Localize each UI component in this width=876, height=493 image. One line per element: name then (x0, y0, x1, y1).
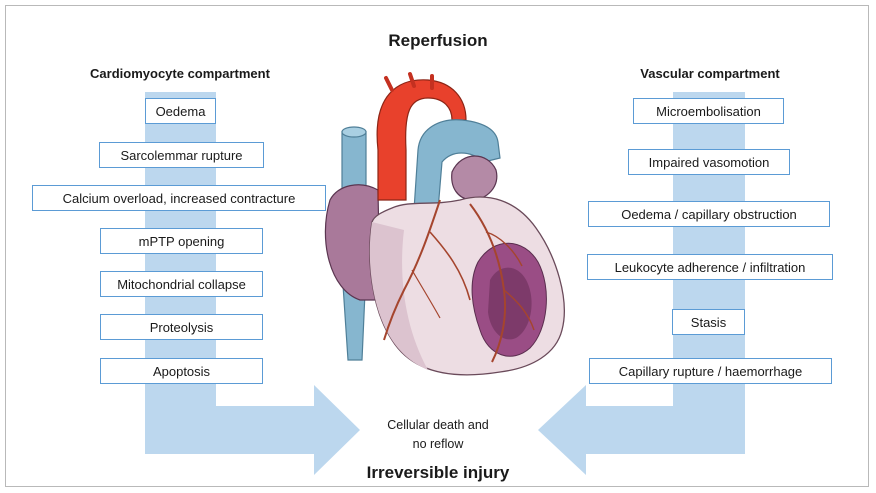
cardiomyocyte-item: Proteolysis (100, 314, 263, 340)
heart-icon (325, 74, 564, 375)
vascular-compartment-title: Vascular compartment (590, 66, 830, 81)
cardiomyocyte-item: Sarcolemmar rupture (99, 142, 264, 168)
cardiomyocyte-item: mPTP opening (100, 228, 263, 254)
cardiomyocyte-compartment-title: Cardiomyocyte compartment (60, 66, 300, 81)
cardiomyocyte-item: Oedema (145, 98, 216, 124)
vascular-item: Oedema / capillary obstruction (588, 201, 830, 227)
outcome-label-line1: Cellular death and (366, 416, 510, 435)
vascular-item: Stasis (672, 309, 745, 335)
cardiomyocyte-item: Calcium overload, increased contracture (32, 185, 326, 211)
page-title: Reperfusion (0, 31, 876, 51)
vascular-item: Impaired vasomotion (628, 149, 790, 175)
outcome-label-line2: no reflow (366, 435, 510, 454)
vascular-item: Capillary rupture / haemorrhage (589, 358, 832, 384)
vascular-item: Microembolisation (633, 98, 784, 124)
footer-title: Irreversible injury (0, 463, 876, 483)
cardiomyocyte-item: Apoptosis (100, 358, 263, 384)
vascular-item: Leukocyte adherence / infiltration (587, 254, 833, 280)
outcome-label: Cellular death and no reflow (366, 416, 510, 454)
cardiomyocyte-item: Mitochondrial collapse (100, 271, 263, 297)
